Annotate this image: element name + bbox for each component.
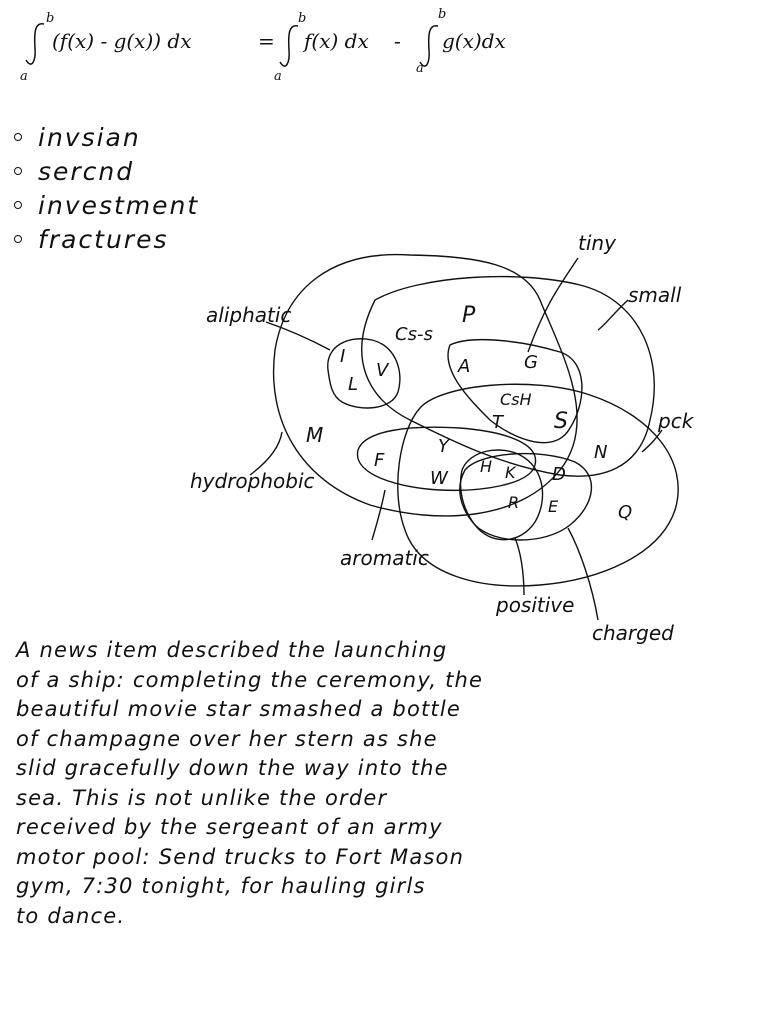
- set-label-positive: positive: [495, 593, 574, 617]
- leader-line-small: [597, 299, 629, 331]
- amino-acid-d: D: [552, 464, 566, 485]
- venn-diagram: tiny small aliphatic hydrophobic aromati…: [190, 231, 695, 645]
- integral-rhs-2: b a g(x)dx: [416, 7, 506, 76]
- tiny-region: [447, 338, 583, 444]
- lower-limit-lhs: a: [20, 69, 28, 84]
- hydrophobic-region: [272, 253, 578, 517]
- paragraph-line: sea. This is not unlike the order: [16, 785, 388, 810]
- leader-line-charged: [567, 527, 599, 621]
- paragraph-line: A news item described the launching: [16, 638, 448, 662]
- amino-acid-y: Y: [438, 436, 451, 457]
- amino-acid-r: R: [508, 493, 519, 512]
- bullet-dot-icon: [14, 201, 22, 209]
- set-label-aromatic: aromatic: [340, 546, 429, 570]
- leader-line-positive: [514, 537, 525, 596]
- bullet-text: investment: [38, 190, 200, 220]
- integral-rhs-1: b a f(x) dx: [274, 11, 369, 84]
- set-label-small: small: [628, 283, 682, 307]
- leader-line-aliphatic: [265, 321, 331, 351]
- set-label-pck: pck: [657, 409, 695, 433]
- paragraph-line: slid gracefully down the way into the: [16, 756, 449, 780]
- leader-line-pck: [641, 429, 663, 453]
- amino-acid-n: N: [594, 442, 607, 463]
- paragraph-line: of a ship: completing the ceremony, the: [16, 667, 484, 692]
- amino-acid-q: Q: [618, 502, 632, 523]
- amino-acid-i: I: [340, 346, 345, 367]
- amino-acid-v: V: [376, 360, 390, 381]
- amino-acid-e: E: [548, 497, 559, 516]
- paragraph-line: motor pool: Send trucks to Fort Mason: [16, 844, 465, 869]
- bullet-dot-icon: [14, 235, 22, 243]
- bullet-item: sercnd: [14, 154, 199, 188]
- handwritten-paragraph: A news item described the launching of a…: [16, 636, 586, 931]
- minus-sign: -: [394, 29, 401, 53]
- bullet-text: fractures: [38, 224, 169, 254]
- amino-acid-h: H: [480, 457, 492, 476]
- amino-acid-f: F: [374, 450, 385, 471]
- bullet-text: invsian: [38, 122, 141, 152]
- positive-region: [459, 449, 544, 541]
- set-label-tiny: tiny: [578, 231, 617, 255]
- paragraph-line: received by the sergeant of an army: [16, 815, 443, 839]
- bullet-item: fractures: [14, 222, 199, 256]
- polar-region: [397, 383, 679, 587]
- paragraph-line: to dance.: [16, 903, 126, 928]
- amino-acid-g: G: [524, 352, 538, 373]
- amino-acid-m: M: [306, 423, 323, 447]
- integral-lhs: b a (f(x) - g(x)) dx: [20, 11, 192, 84]
- amino-acid-t: T: [492, 412, 505, 433]
- integral-formula: b a (f(x) - g(x)) dx = b a f(x) dx - b a…: [20, 7, 506, 84]
- aliphatic-region: [327, 338, 401, 409]
- amino-acid-c-ss: Cs-s: [395, 324, 433, 345]
- amino-acid-l: L: [348, 374, 358, 395]
- set-label-charged: charged: [592, 621, 674, 645]
- leader-line-aromatic: [371, 489, 386, 541]
- equals-sign: =: [258, 29, 275, 53]
- amino-acid-w: W: [430, 468, 449, 489]
- amino-acid-p: P: [462, 303, 476, 328]
- bullet-item: investment: [14, 188, 199, 222]
- aromatic-region: [356, 426, 537, 492]
- lower-limit-rhs-2: a: [416, 61, 424, 76]
- set-label-aliphatic: aliphatic: [206, 303, 291, 327]
- amino-acid-k: K: [505, 463, 517, 482]
- bullet-list: invsian sercnd investment fractures: [14, 120, 199, 256]
- upper-limit-rhs-2: b: [438, 7, 446, 22]
- bullet-dot-icon: [14, 167, 22, 175]
- leader-line-tiny: [527, 257, 579, 353]
- amino-acid-a: A: [457, 356, 470, 377]
- paragraph-line: of champagne over her stern as she: [16, 726, 438, 751]
- bullet-text: sercnd: [38, 156, 135, 186]
- amino-acid-s: S: [554, 409, 568, 434]
- bullet-item: invsian: [14, 120, 199, 154]
- paragraph-line: gym, 7:30 tonight, for hauling girls: [16, 874, 426, 898]
- lower-limit-rhs-1: a: [274, 69, 282, 84]
- upper-limit-rhs-1: b: [298, 11, 306, 26]
- bullet-dot-icon: [14, 133, 22, 141]
- amino-acid-c-sh: CsH: [500, 390, 532, 409]
- small-region: [361, 275, 655, 477]
- set-label-hydrophobic: hydrophobic: [190, 469, 315, 493]
- lhs-integrand: (f(x) - g(x)) dx: [52, 29, 192, 53]
- leader-line-hydrophobic: [249, 431, 283, 476]
- rhs-term-1: f(x) dx: [302, 29, 369, 53]
- paragraph-line: beautiful movie star smashed a bottle: [16, 697, 462, 721]
- rhs-term-2: g(x)dx: [442, 29, 506, 53]
- upper-limit-lhs: b: [46, 11, 54, 26]
